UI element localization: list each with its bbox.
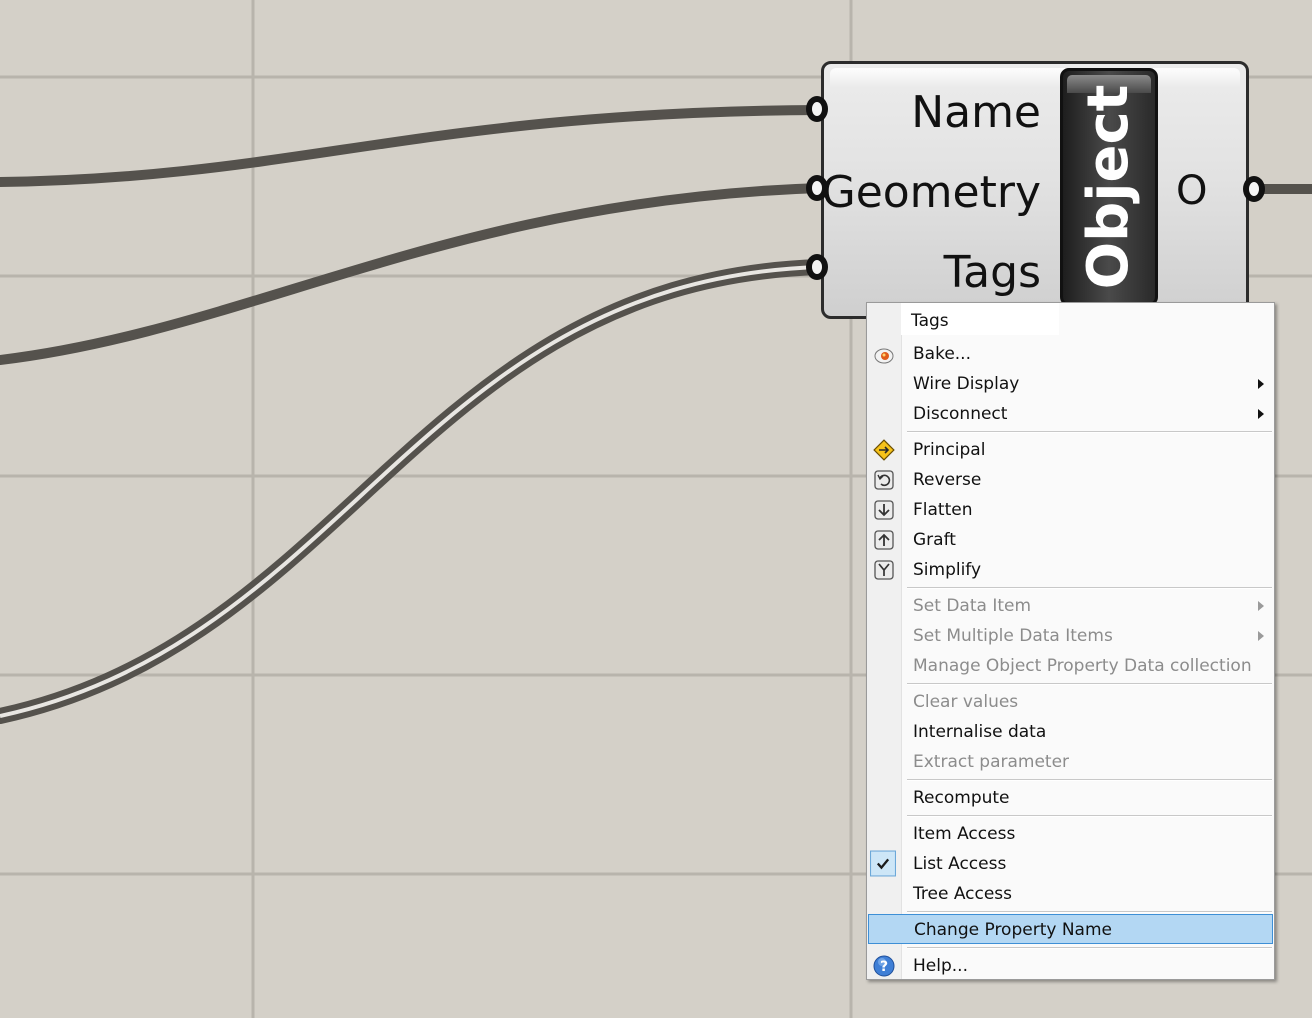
component-title: Object	[1076, 84, 1141, 290]
input-port-geometry[interactable]	[806, 175, 828, 201]
simplify-icon	[874, 560, 894, 580]
wire-tags-inner	[0, 265, 821, 718]
flatten-label: Flatten	[913, 500, 973, 520]
checkmark-icon	[870, 850, 896, 877]
menu-item-reverse[interactable]: Reverse	[869, 465, 1272, 495]
menu-item-set-multiple-data-items[interactable]: Set Multiple Data Items	[869, 621, 1272, 651]
menu-item-list-access[interactable]: List Access	[869, 849, 1272, 879]
menu-item-manage-collection[interactable]: Manage Object Property Data collection	[869, 651, 1272, 681]
input-port-tags[interactable]	[806, 254, 828, 280]
extract-parameter-label: Extract parameter	[913, 752, 1070, 772]
wire-geometry[interactable]	[0, 183, 825, 365]
menu-item-disconnect[interactable]: Disconnect	[869, 399, 1272, 429]
recompute-label: Recompute	[913, 788, 1010, 808]
internalise-data-label: Internalise data	[913, 722, 1047, 742]
tree-access-label: Tree Access	[913, 884, 1013, 904]
submenu-arrow-icon	[1258, 631, 1264, 641]
menu-item-principal[interactable]: Principal	[869, 435, 1272, 465]
graft-label: Graft	[913, 530, 956, 550]
input-port-name[interactable]	[806, 96, 828, 122]
reverse-icon	[874, 470, 894, 490]
submenu-arrow-icon	[1258, 601, 1264, 611]
menu-item-set-data-item[interactable]: Set Data Item	[869, 591, 1272, 621]
menu-header-label: Tags	[911, 311, 949, 331]
output-port-o[interactable]	[1243, 176, 1265, 202]
menu-separator	[907, 431, 1272, 433]
input-tags-label[interactable]: Tags	[943, 247, 1041, 298]
menu-item-bake[interactable]: Bake...	[869, 339, 1272, 369]
menu-separator	[907, 779, 1272, 781]
change-property-name-label: Change Property Name	[914, 920, 1112, 940]
set-data-item-label: Set Data Item	[913, 596, 1032, 616]
simplify-label: Simplify	[913, 560, 982, 580]
bake-label: Bake...	[913, 344, 971, 364]
menu-header-tags[interactable]: Tags	[901, 303, 1059, 335]
reverse-label: Reverse	[913, 470, 982, 490]
menu-item-recompute[interactable]: Recompute	[869, 783, 1272, 813]
menu-item-flatten[interactable]: Flatten	[869, 495, 1272, 525]
menu-separator	[907, 683, 1272, 685]
context-menu: Tags Bake... Wire Display Disconnect Pri…	[866, 302, 1275, 980]
menu-item-clear-values[interactable]: Clear values	[869, 687, 1272, 717]
graft-icon	[874, 530, 894, 550]
menu-separator	[907, 911, 1272, 913]
menu-item-tree-access[interactable]: Tree Access	[869, 879, 1272, 909]
input-geometry-label[interactable]: Geometry	[821, 167, 1041, 218]
wire-display-label: Wire Display	[913, 374, 1020, 394]
list-access-label: List Access	[913, 854, 1007, 874]
menu-separator	[907, 947, 1272, 949]
menu-item-change-property-name[interactable]: Change Property Name	[868, 914, 1273, 944]
input-name-label[interactable]: Name	[911, 87, 1041, 138]
item-access-label: Item Access	[913, 824, 1016, 844]
set-multiple-data-items-label: Set Multiple Data Items	[913, 626, 1113, 646]
title-bar-shine	[1067, 75, 1151, 93]
submenu-arrow-icon	[1258, 379, 1264, 389]
menu-item-help[interactable]: ? Help...	[869, 951, 1272, 981]
component-object[interactable]: Name Geometry Tags Object O	[821, 61, 1249, 319]
menu-item-simplify[interactable]: Simplify	[869, 555, 1272, 585]
disconnect-label: Disconnect	[913, 404, 1008, 424]
submenu-arrow-icon	[1258, 409, 1264, 419]
svg-text:?: ?	[880, 959, 888, 975]
component-title-bar[interactable]: Object	[1060, 68, 1158, 306]
menu-item-wire-display[interactable]: Wire Display	[869, 369, 1272, 399]
wire-name[interactable]	[0, 105, 825, 187]
menu-item-item-access[interactable]: Item Access	[869, 819, 1272, 849]
component-highlight	[830, 68, 1240, 88]
help-icon: ?	[873, 955, 895, 977]
menu-item-graft[interactable]: Graft	[869, 525, 1272, 555]
principal-label: Principal	[913, 440, 986, 460]
menu-item-extract-parameter[interactable]: Extract parameter	[869, 747, 1272, 777]
menu-separator	[907, 815, 1272, 817]
principal-icon	[873, 439, 895, 461]
menu-item-internalise-data[interactable]: Internalise data	[869, 717, 1272, 747]
clear-values-label: Clear values	[913, 692, 1019, 712]
output-o-label[interactable]: O	[1176, 168, 1208, 214]
help-label: Help...	[913, 956, 968, 976]
menu-separator	[907, 587, 1272, 589]
flatten-icon	[874, 500, 894, 520]
manage-collection-label: Manage Object Property Data collection	[913, 656, 1252, 676]
bake-icon	[874, 348, 894, 364]
